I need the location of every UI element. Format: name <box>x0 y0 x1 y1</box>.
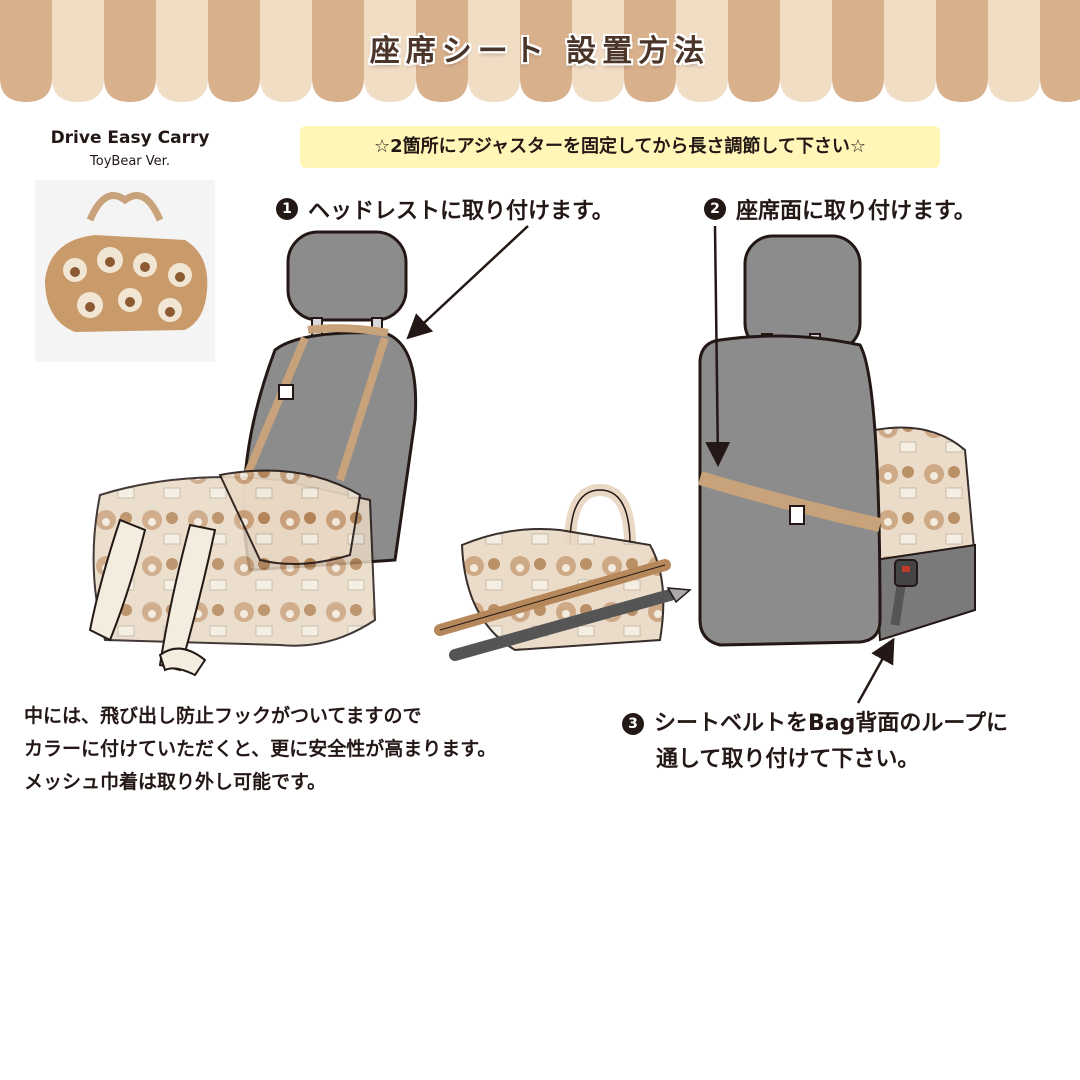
step-2-number: 2 <box>704 198 726 220</box>
arrow-step-1 <box>406 225 529 340</box>
note-line: メッシュ巾着は取り外し可能です。 <box>24 771 327 793</box>
awning-stripe <box>208 0 260 102</box>
awning-stripe <box>416 0 468 102</box>
product-photo <box>35 180 215 362</box>
step-2: 2 座席面に取り付けます。 <box>704 193 976 225</box>
bag-middle-illustration <box>434 483 692 661</box>
note-line: カラーに付けていただくと、更に安全性が高まります。 <box>24 738 497 760</box>
step-3: 3 シートベルトをBag背面のループに 通して取り付けて下さい。 <box>622 706 1008 778</box>
product-name: Drive Easy Carry <box>50 128 210 148</box>
awning-header <box>0 0 1080 102</box>
awning-stripe <box>832 0 884 102</box>
awning-stripe <box>364 0 416 102</box>
instruction-banner: ☆2箇所にアジャスターを固定してから長さ調節して下さい☆ <box>300 126 940 168</box>
awning-stripe <box>1040 0 1080 102</box>
note-line: 中には、飛び出し防止フックがついてますので <box>24 705 422 727</box>
seat-1-illustration <box>88 230 418 677</box>
awning-stripe <box>884 0 936 102</box>
awning-stripe <box>260 0 312 102</box>
step-1-text: ヘッドレストに取り付けます。 <box>308 199 614 224</box>
awning-stripe <box>936 0 988 102</box>
awning-stripe <box>312 0 364 102</box>
step-1-number: 1 <box>276 198 298 220</box>
awning-stripe <box>728 0 780 102</box>
awning-stripe <box>572 0 624 102</box>
seat-2-illustration <box>697 234 977 647</box>
step-3-number: 3 <box>622 713 644 735</box>
step-2-text: 座席面に取り付けます。 <box>736 199 976 224</box>
safety-note: 中には、飛び出し防止フックがついてますので カラーに付けていただくと、更に安全性… <box>24 700 496 799</box>
awning-stripe <box>104 0 156 102</box>
awning-stripe <box>52 0 104 102</box>
awning-stripe <box>520 0 572 102</box>
awning-stripe <box>468 0 520 102</box>
awning-stripe <box>988 0 1040 102</box>
awning-stripe <box>156 0 208 102</box>
step-1: 1 ヘッドレストに取り付けます。 <box>276 193 614 225</box>
step-3-text-line-2: 通して取り付けて下さい。 <box>656 747 920 772</box>
arrow-step-2 <box>705 225 731 467</box>
awning-stripe <box>0 0 52 102</box>
awning-stripe <box>624 0 676 102</box>
awning-stripe <box>676 0 728 102</box>
awning-stripe <box>780 0 832 102</box>
arrow-step-3 <box>856 637 895 704</box>
page-title: 座席シート 設置方法 <box>369 34 711 69</box>
product-version: ToyBear Ver. <box>90 154 170 169</box>
step-3-text-line-1: シートベルトをBag背面のループに <box>654 711 1009 736</box>
